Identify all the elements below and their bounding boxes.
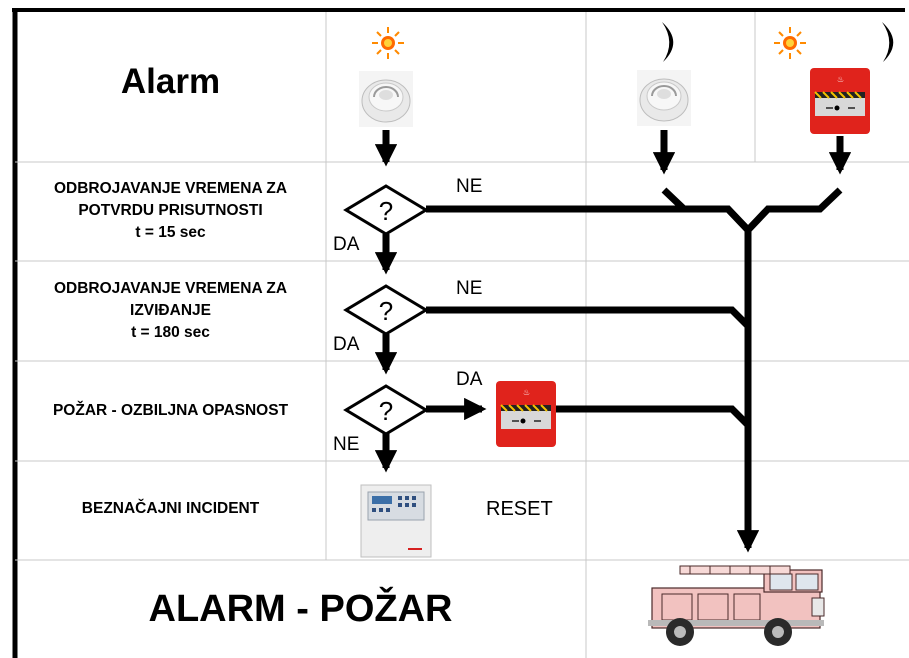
fire-panel-icon (360, 484, 432, 558)
decision-diamond: ? (343, 384, 429, 436)
flow-lines (374, 130, 852, 553)
flow-label-ne: NE (456, 176, 483, 197)
page-title: Alarm (120, 62, 221, 101)
row-label-fire-danger: POŽAR - OZBILJNA OPASNOST (52, 402, 289, 419)
decision-symbol: ? (379, 396, 393, 426)
final-alarm-label: ALARM - POŽAR (148, 588, 453, 630)
svg-text:♨: ♨ (523, 388, 530, 397)
smoke-detector-icon (637, 70, 691, 126)
flow-label-da: DA (333, 334, 360, 355)
moon-icon (662, 22, 674, 62)
flow-label-da: DA (333, 234, 360, 255)
decision-diamond: ? (343, 184, 429, 236)
row-label-presence-timer: ODBROJAVANJE VREMENA ZA POTVRDU PRISUTNO… (15, 178, 326, 244)
flow-label-da: DA (456, 369, 483, 390)
row-line: t = 180 sec (131, 324, 210, 341)
moon-icon (882, 22, 894, 62)
row-line: ODBROJAVANJE VREMENA ZA (53, 180, 288, 197)
flow-label-ne: NE (456, 278, 483, 299)
row-label-investigation-timer: ODBROJAVANJE VREMENA ZA IZVIĐANJE t = 18… (15, 278, 326, 344)
decision-symbol: ? (379, 196, 393, 226)
flow-label-ne: NE (333, 434, 360, 455)
table-grid (15, 12, 909, 658)
reset-label: RESET (486, 498, 553, 520)
row-line: ODBROJAVANJE VREMENA ZA (53, 280, 288, 297)
decision-diamond: ? (343, 284, 429, 336)
decision-symbol: ? (379, 296, 393, 326)
smoke-detector-icon (359, 71, 413, 127)
fire-truck-icon (648, 565, 825, 646)
row-line: IZVIĐANJE (130, 302, 211, 319)
row-label-minor-incident: BEZNAČAJNI INCIDENT (81, 500, 260, 517)
svg-text:♨: ♨ (837, 75, 844, 84)
sun-icon (774, 27, 806, 59)
sun-icon (372, 27, 404, 59)
manual-call-point-icon: ♨ (496, 381, 556, 447)
row-line: POTVRDU PRISUTNOSTI (78, 202, 263, 219)
row-line: t = 15 sec (135, 224, 206, 241)
manual-call-point-icon: ♨ (810, 68, 870, 134)
